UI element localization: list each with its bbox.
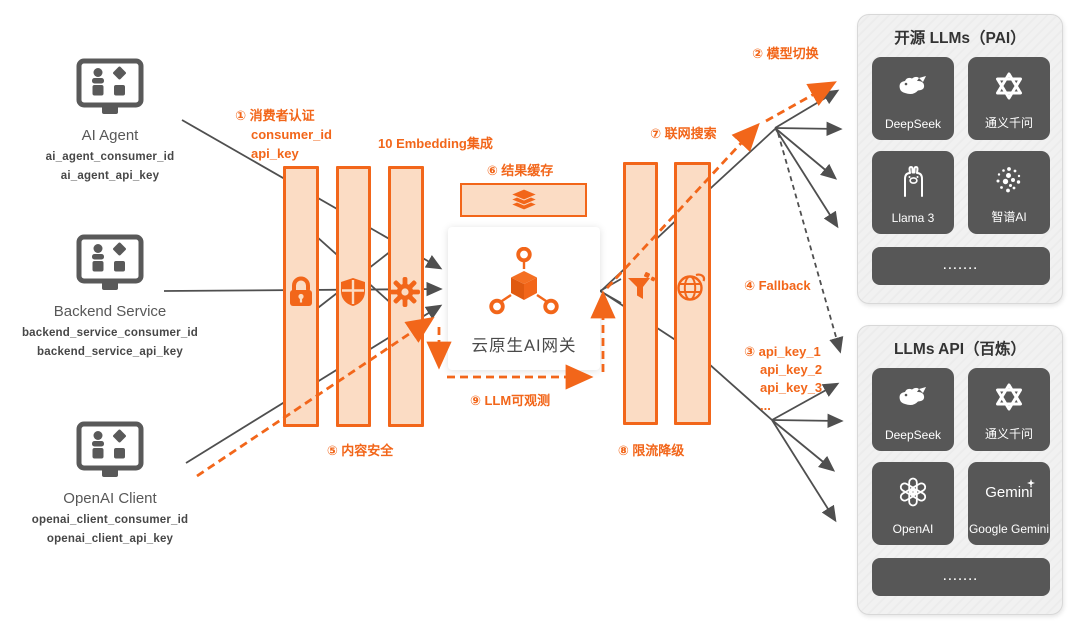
funnel-icon bbox=[628, 272, 655, 299]
panel-title: 开源 LLMs（PAI） bbox=[894, 30, 1026, 47]
client-consumer-id: openai_client_consumer_id bbox=[31, 514, 189, 526]
model-card-label: Google Gemini bbox=[968, 522, 1050, 536]
client-api-key: backend_service_api_key bbox=[37, 346, 183, 358]
model-card-google-gemini: Gemini Google Gemini bbox=[968, 462, 1050, 545]
model-card-label: 通义千问 bbox=[984, 116, 1033, 130]
label-llm-observability: ⑨ LLM可观测 bbox=[469, 393, 551, 408]
gemini-star-icon bbox=[1026, 478, 1035, 487]
model-card-llama3: Llama 3 bbox=[872, 151, 954, 234]
model-card-label: DeepSeek bbox=[884, 117, 942, 131]
model-card-zhipu: 智谱AI bbox=[968, 151, 1050, 234]
client-name: AI Agent bbox=[81, 127, 139, 144]
label-model-switch: ② 模型切换 bbox=[752, 46, 819, 61]
model-card-deepseek: DeepSeek bbox=[872, 57, 954, 140]
cache-layers-icon bbox=[510, 188, 537, 211]
gateway-hub-icon bbox=[489, 247, 559, 315]
deepseek-whale-icon bbox=[899, 76, 926, 95]
llama-icon bbox=[904, 166, 923, 197]
label-rate-limit: ⑧ 限流降级 bbox=[617, 443, 685, 458]
gateway-box: 云原生AI网关 bbox=[448, 227, 600, 370]
client-api-key: openai_client_api_key bbox=[46, 533, 174, 545]
monitor-apps-icon bbox=[76, 234, 144, 290]
gateway-title: 云原生AI网关 bbox=[471, 337, 577, 355]
tongyi-star-icon bbox=[996, 383, 1022, 410]
panel-llms-api: LLMs API（百炼） DeepSeek 通义千问 bbox=[857, 325, 1063, 615]
shield-icon bbox=[341, 278, 365, 306]
more-models-bar: ....... bbox=[872, 247, 1050, 285]
client-backend-service: Backend Service backend_service_consumer… bbox=[15, 234, 205, 358]
label-result-cache: ⑥ 结果缓存 bbox=[486, 163, 554, 178]
client-openai-client: OpenAI Client openai_client_consumer_id … bbox=[15, 421, 205, 545]
model-card-tongyi: 通义千问 bbox=[968, 368, 1050, 451]
model-card-label: DeepSeek bbox=[884, 428, 942, 442]
model-card-openai: OpenAI bbox=[872, 462, 954, 545]
more-models-bar: ....... bbox=[872, 558, 1050, 596]
panel-open-source-llms: 开源 LLMs（PAI） DeepSeek 通义千问 Llama 3 bbox=[857, 14, 1063, 304]
label-consumer-auth: ① 消费者认证 consumer_id api_key bbox=[235, 108, 332, 161]
client-name: OpenAI Client bbox=[63, 490, 157, 507]
model-card-label: 通义千问 bbox=[984, 427, 1033, 441]
panel-title: LLMs API（百炼） bbox=[893, 341, 1027, 358]
client-ai-agent: AI Agent ai_agent_consumer_id ai_agent_a… bbox=[15, 58, 205, 182]
deepseek-whale-icon bbox=[899, 387, 926, 406]
label-api-keys: ③ api_key_1 api_key_2 api_key_3 ... bbox=[744, 344, 823, 413]
client-consumer-id: backend_service_consumer_id bbox=[21, 327, 199, 339]
tongyi-star-icon bbox=[996, 72, 1022, 99]
openai-flower-icon bbox=[899, 477, 927, 507]
label-web-search: ⑦ 联网搜索 bbox=[650, 126, 717, 141]
monitor-apps-icon bbox=[76, 421, 144, 477]
model-card-label: OpenAI bbox=[892, 522, 934, 536]
globe-icon bbox=[677, 273, 706, 301]
model-card-label: 智谱AI bbox=[991, 210, 1027, 224]
model-card-deepseek: DeepSeek bbox=[872, 368, 954, 451]
zhipu-dots-icon bbox=[996, 166, 1021, 192]
gear-icon bbox=[390, 277, 420, 307]
monitor-apps-icon bbox=[76, 58, 144, 114]
client-api-key: ai_agent_api_key bbox=[60, 170, 160, 182]
label-fallback: ④ Fallback bbox=[744, 278, 811, 293]
label-content-safety: ⑤ 内容安全 bbox=[326, 443, 394, 458]
model-card-label: Llama 3 bbox=[891, 211, 935, 225]
model-card-tongyi: 通义千问 bbox=[968, 57, 1050, 140]
gemini-wordmark: Gemini bbox=[985, 478, 1035, 501]
result-cache-box bbox=[460, 183, 587, 217]
client-name: Backend Service bbox=[53, 303, 167, 320]
label-embedding: 10 Embedding集成 bbox=[378, 136, 493, 151]
client-consumer-id: ai_agent_consumer_id bbox=[45, 151, 175, 163]
lock-icon bbox=[290, 276, 312, 306]
